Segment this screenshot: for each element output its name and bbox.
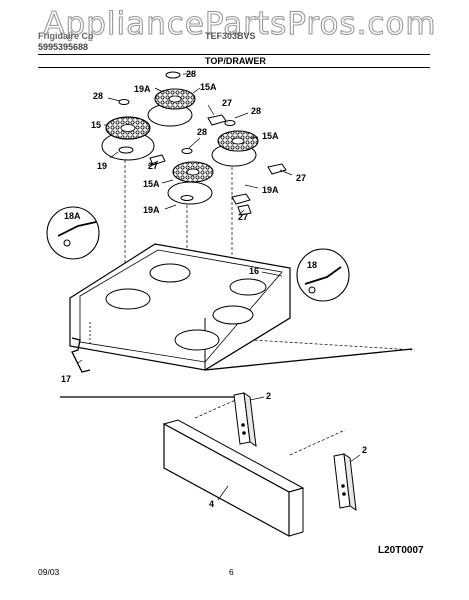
drawer-panel-icon	[162, 419, 305, 538]
callout-15A: 15A	[143, 179, 160, 189]
detail-circle-18	[296, 248, 350, 302]
callout-15A: 15A	[200, 82, 217, 92]
callout-17: 17	[61, 374, 71, 384]
surface-element-icon	[101, 116, 155, 161]
section-title: TOP/DRAWER	[205, 56, 266, 66]
trim-ring-icon	[165, 71, 181, 79]
header-rule-top	[38, 54, 430, 55]
drawer-bracket-icon	[333, 452, 357, 512]
element-receptacle-icon	[149, 114, 287, 216]
callout-28: 28	[93, 91, 103, 101]
leader-lines	[77, 73, 361, 501]
trim-ring-icon	[224, 120, 236, 126]
callout-18: 18	[307, 260, 317, 270]
callout-19A: 19A	[262, 185, 279, 195]
page-number: 6	[229, 567, 234, 577]
surface-element-icon	[167, 161, 214, 205]
callout-16: 16	[249, 266, 259, 276]
model-number: TEF303BVS	[205, 31, 256, 41]
callout-4: 4	[209, 499, 214, 509]
callout-2: 2	[362, 445, 367, 455]
callout-28: 28	[197, 127, 207, 137]
callout-19A: 19A	[143, 205, 160, 215]
footer-date: 09/03	[38, 567, 60, 577]
watermark: AppliancePartsPros.com	[43, 5, 437, 42]
drawer-bracket-icon	[233, 391, 257, 448]
cooktop-icon	[69, 243, 291, 371]
trim-ring-icon	[181, 148, 193, 154]
callout-27: 27	[296, 173, 306, 183]
wire-clip-icon	[71, 337, 91, 373]
surface-element-icon	[211, 130, 259, 167]
section-divider	[204, 348, 413, 371]
callout-18A: 18A	[64, 211, 81, 221]
callout-15A: 15A	[262, 131, 279, 141]
callout-19: 19	[97, 161, 107, 171]
illustration-code: L20T0007	[378, 545, 424, 556]
drip-bowl-icon	[147, 88, 196, 127]
trim-ring-icon	[118, 99, 130, 105]
detail-circle-18A	[46, 206, 100, 260]
callout-28: 28	[251, 106, 261, 116]
callout-15: 15	[91, 120, 101, 130]
callout-2: 2	[266, 391, 271, 401]
callout-19A: 19A	[134, 84, 151, 94]
header-rule-bottom	[38, 67, 430, 68]
callout-28: 28	[186, 69, 196, 79]
callout-27: 27	[238, 212, 248, 222]
callout-27: 27	[222, 98, 232, 108]
publication-number: 5995395688	[38, 42, 89, 52]
brand-label: Frigidaire Co	[38, 31, 94, 41]
callout-27: 27	[148, 161, 158, 171]
